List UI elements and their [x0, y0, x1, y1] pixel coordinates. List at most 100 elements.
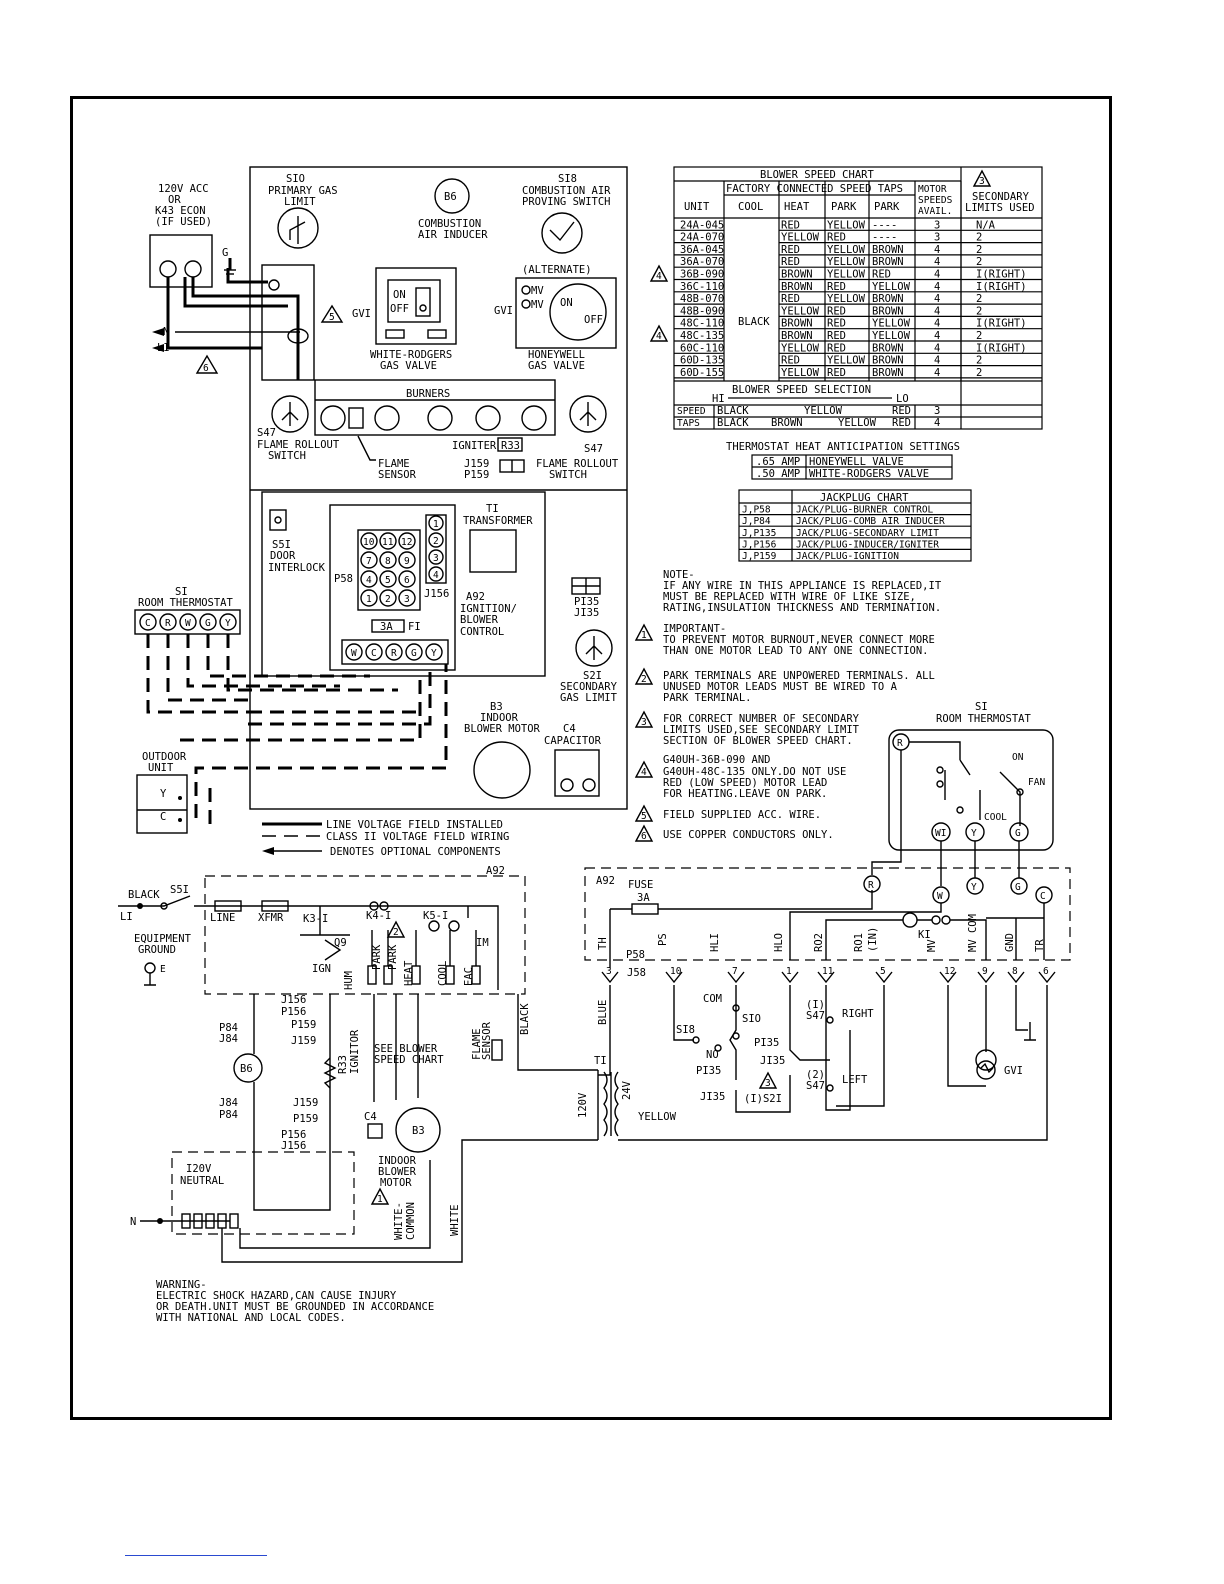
svg-text:FAN: FAN: [1028, 777, 1045, 788]
svg-text:PI35: PI35: [696, 1065, 721, 1077]
svg-text:PARK TERMINALS ARE UNPOWERED T: PARK TERMINALS ARE UNPOWERED TERMINALS. …: [663, 670, 935, 682]
motor-speeds: 4: [934, 342, 940, 354]
svg-text:P159: P159: [291, 1019, 316, 1031]
unit-model: 36C-110: [680, 281, 724, 293]
svg-text:THAN ONE MOTOR LEAD TO ANY ONE: THAN ONE MOTOR LEAD TO ANY ONE CONNECTIO…: [663, 645, 929, 657]
column-header: UNIT: [684, 201, 710, 213]
svg-text:FLAME: FLAME: [471, 1028, 483, 1060]
svg-text:J159: J159: [464, 458, 489, 470]
svg-text:4: 4: [641, 767, 647, 778]
connector-pin: 9: [982, 966, 988, 977]
note6-warning-icon: [195, 354, 219, 374]
heat-tap: BROWN: [781, 330, 813, 342]
svg-text:R: R: [868, 880, 874, 891]
connector-pin: 1: [786, 966, 792, 977]
svg-text:(IN): (IN): [867, 927, 879, 952]
transformer-terminal: 2: [433, 536, 439, 547]
svg-text:SECONDARY: SECONDARY: [560, 681, 618, 693]
outdoor-unit: [136, 774, 188, 834]
svg-text:PRIMARY GAS: PRIMARY GAS: [268, 185, 338, 197]
svg-text:S47: S47: [806, 1010, 825, 1022]
svg-text:C4: C4: [364, 1111, 377, 1123]
motor-speeds: 4: [934, 293, 940, 305]
svg-text:GVI: GVI: [352, 308, 371, 320]
arrow-n: [152, 328, 164, 336]
svg-text:UNIT: UNIT: [148, 762, 174, 774]
svg-text:24V: 24V: [621, 1080, 633, 1100]
connector-pin: 12: [944, 966, 955, 977]
park-tap: BROWN: [872, 355, 904, 367]
connector-pin: 5: [880, 966, 886, 977]
park-tap: YELLOW: [872, 318, 911, 330]
jackplug-id: J,P135: [742, 528, 776, 539]
svg-text:G40UH-48C-135 ONLY.DO NOT USE: G40UH-48C-135 ONLY.DO NOT USE: [663, 766, 846, 778]
svg-text:RIGHT: RIGHT: [842, 1008, 874, 1020]
motor-speeds: 4: [934, 281, 940, 293]
svg-text:IGNITION/: IGNITION/: [460, 603, 517, 615]
svg-text:(IF USED): (IF USED): [155, 216, 212, 228]
svg-text:FUSE: FUSE: [628, 879, 653, 891]
svg-text:OUTDOOR: OUTDOOR: [142, 751, 187, 763]
thermostat-terminal: C: [145, 618, 151, 629]
plug-pin: 8: [385, 556, 391, 567]
svg-text:BLACK: BLACK: [519, 1003, 531, 1035]
svg-text:TI: TI: [486, 503, 499, 515]
svg-text:TI: TI: [594, 1055, 607, 1067]
svg-text:1: 1: [641, 630, 647, 641]
jackplug-desc: JACK/PLUG-SECONDARY LIMIT: [796, 528, 939, 539]
svg-text:TH: TH: [597, 937, 609, 950]
svg-text:ELECTRIC SHOCK HAZARD,CAN CAUS: ELECTRIC SHOCK HAZARD,CAN CAUSE INJURY: [156, 1290, 397, 1302]
connector-pin: 11: [822, 966, 834, 977]
svg-text:1: 1: [377, 1194, 383, 1205]
svg-text:Q9: Q9: [334, 937, 347, 949]
svg-text:LIMITS USED,SEE SECONDARY LIMI: LIMITS USED,SEE SECONDARY LIMIT: [663, 724, 860, 736]
svg-text:XFMR: XFMR: [258, 912, 284, 924]
svg-text:IMPORTANT-: IMPORTANT-: [663, 623, 726, 635]
svg-text:IGN: IGN: [312, 963, 331, 975]
park-tap: BROWN: [872, 342, 904, 354]
svg-text:SWITCH: SWITCH: [549, 469, 587, 481]
park-tap: RED: [827, 342, 846, 354]
park-tap: BROWN: [872, 244, 904, 256]
thermostat-terminal: Y: [225, 618, 231, 629]
control-compartment: [261, 491, 546, 677]
connector-pin: 6: [1043, 966, 1049, 977]
flame-rollout-switch-left: S47 FLAME ROLLOUT SWITCH: [257, 395, 340, 462]
motor-speeds: 4: [934, 367, 940, 379]
svg-text:S47: S47: [584, 443, 603, 455]
tap-count: 4: [934, 417, 940, 429]
svg-text:COMBUSTION: COMBUSTION: [418, 218, 481, 230]
jackplug-desc: JACK/PLUG-IGNITION: [796, 551, 899, 562]
plug-pin: 10: [363, 537, 375, 548]
svg-text:SI8: SI8: [558, 173, 577, 185]
svg-text:GROUND: GROUND: [138, 944, 176, 956]
svg-text:MUST BE REPLACED WITH WIRE OF: MUST BE REPLACED WITH WIRE OF LIKE SIZE,: [663, 591, 916, 603]
svg-text:MV: MV: [531, 299, 544, 311]
svg-text:HUM: HUM: [343, 971, 355, 990]
heat-tap: BROWN: [781, 318, 813, 330]
svg-text:FOR HEATING.LEAVE ON PARK.: FOR HEATING.LEAVE ON PARK.: [663, 788, 827, 800]
svg-text:HLO: HLO: [773, 933, 785, 952]
jackplug-id: J,P159: [742, 551, 777, 562]
factory-header: FACTORY CONNECTED SPEED TAPS: [726, 183, 903, 195]
room-thermostat-detail: SI ROOM THERMOSTAT R ON FAN COOL WI Y G: [871, 701, 1054, 886]
svg-text:COOL: COOL: [984, 812, 1007, 823]
svg-text:LEFT: LEFT: [842, 1074, 868, 1086]
svg-text:SI8: SI8: [676, 1024, 695, 1036]
svg-text:WARNING-: WARNING-: [156, 1279, 207, 1291]
svg-text:FI: FI: [408, 621, 421, 633]
heat-tap: RED: [781, 244, 800, 256]
svg-text:(I): (I): [806, 999, 825, 1011]
svg-text:SENSOR: SENSOR: [378, 469, 417, 481]
svg-text:P156: P156: [281, 1129, 306, 1141]
svg-text:PARK: PARK: [371, 944, 383, 970]
jackplug-id: J,P156: [742, 539, 777, 550]
white-rodgers-gas-valve: ON OFF GVI WHITE-RODGERS GAS VALVE: [352, 267, 457, 372]
svg-text:G: G: [1015, 828, 1021, 839]
svg-text:SIO: SIO: [742, 1013, 761, 1025]
svg-text:W: W: [937, 891, 943, 902]
svg-text:NEUTRAL: NEUTRAL: [180, 1175, 224, 1187]
svg-text:2: 2: [393, 927, 399, 938]
